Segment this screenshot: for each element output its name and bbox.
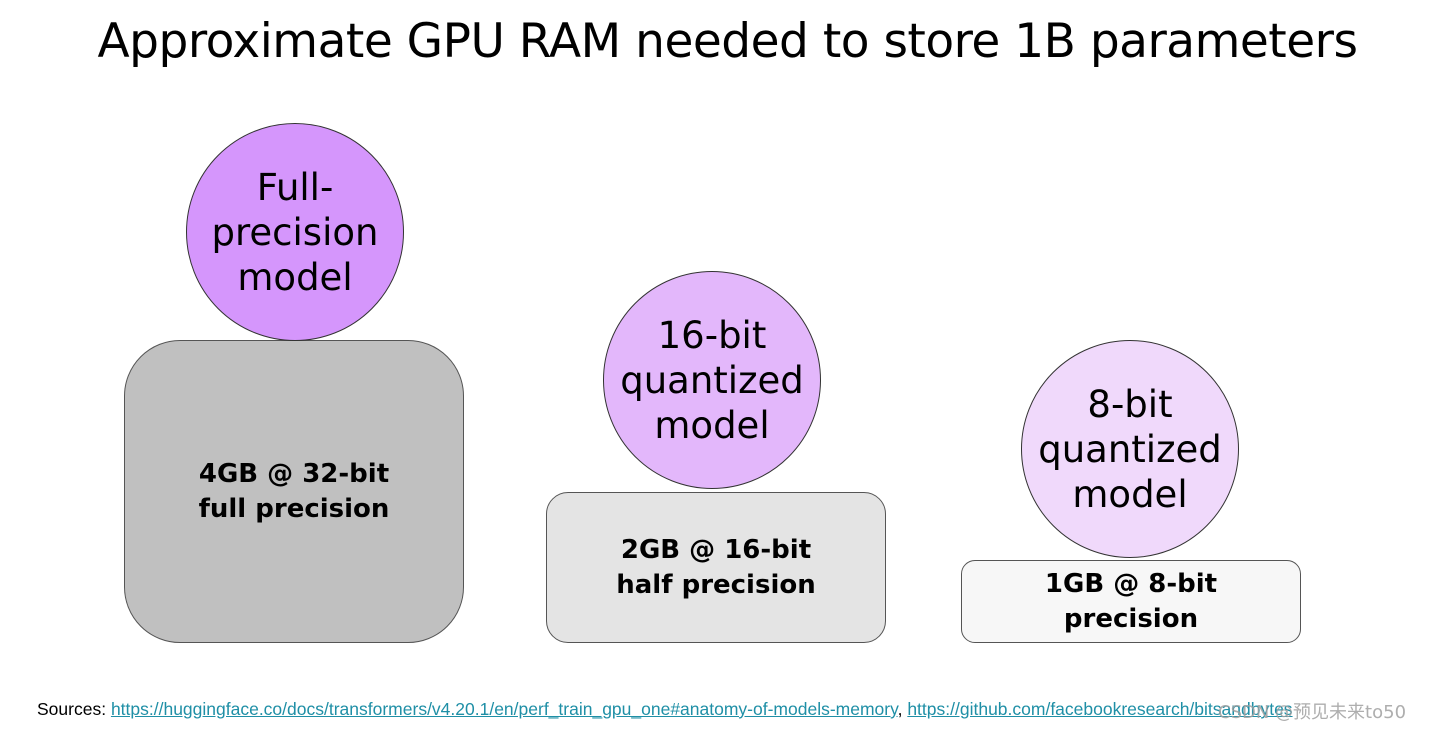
sources-label: Sources: [37, 699, 107, 719]
full-precision-memory-box: 4GB @ 32-bit full precision [124, 340, 464, 643]
circle-line: model [654, 403, 770, 447]
box-line: 4GB @ 32-bit [198, 458, 390, 489]
half-precision-memory-box: 2GB @ 16-bit half precision [546, 492, 886, 643]
box-line: 1GB @ 8-bit [1044, 568, 1218, 599]
circle-line: quantized [620, 358, 804, 402]
huggingface-source-link[interactable]: https://huggingface.co/docs/transformers… [110, 699, 898, 719]
bitsandbytes-source-link[interactable]: https://github.com/facebookresearch/bits… [907, 699, 1293, 719]
circle-line: precision [211, 210, 379, 254]
circle-line: model [1072, 472, 1188, 516]
watermark: CSDN @预见未来to50 [1218, 702, 1407, 723]
full-precision-model-circle: Full- precision model [186, 123, 404, 341]
16bit-quantized-model-circle: 16-bit quantized model [603, 271, 821, 489]
circle-line: quantized [1038, 427, 1222, 471]
slide-title: Approximate GPU RAM needed to store 1B p… [97, 14, 1358, 69]
circle-line: Full- [256, 165, 334, 209]
8bit-quantized-model-circle: 8-bit quantized model [1021, 340, 1239, 558]
8bit-precision-memory-box: 1GB @ 8-bit precision [961, 560, 1301, 643]
box-line: precision [1063, 603, 1199, 634]
circle-line: 16-bit [657, 313, 767, 357]
box-line: full precision [198, 493, 390, 524]
circle-line: model [237, 255, 353, 299]
sources-footer: Sources: https://huggingface.co/docs/tra… [37, 699, 1293, 720]
circle-line: 8-bit [1087, 382, 1173, 426]
box-line: 2GB @ 16-bit [620, 534, 812, 565]
sources-separator: , [897, 699, 903, 719]
box-line: half precision [616, 569, 816, 600]
